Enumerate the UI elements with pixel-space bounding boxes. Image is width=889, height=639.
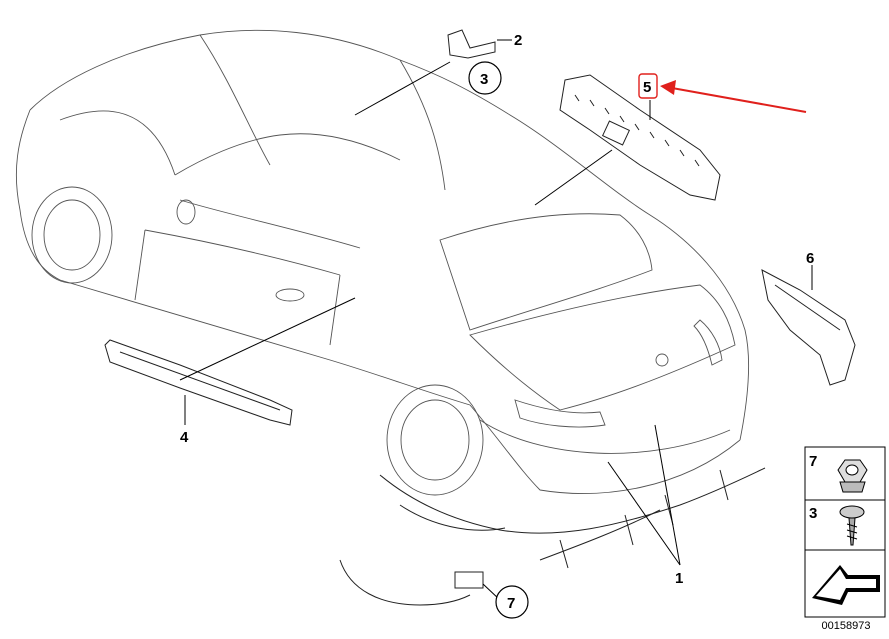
legend-label-3: 3 (809, 505, 817, 522)
arrow-icon (812, 565, 880, 605)
part-4-drawing (104, 339, 293, 426)
callout-circle-3 (468, 61, 502, 95)
part-2-drawing (447, 29, 496, 59)
diagram-id: 00158973 (821, 620, 871, 632)
callout-label-3: 3 (480, 71, 488, 88)
highlight-box-5 (638, 73, 658, 99)
callout-label-7: 7 (507, 595, 515, 612)
hex-nut-icon (837, 459, 868, 493)
callout-labels: 2 3 5 6 4 1 7 (180, 32, 814, 619)
legend: 7 3 (804, 446, 886, 618)
highlight-arrow (660, 80, 807, 113)
callout-label-4: 4 (180, 429, 189, 446)
car-outline (15, 29, 750, 496)
screw-icon (839, 505, 865, 546)
callout-label-5: 5 (643, 79, 651, 96)
callout-label-6: 6 (806, 250, 814, 267)
callout-label-1: 1 (675, 570, 683, 587)
part-6-drawing (761, 269, 856, 386)
part-1-drawing (339, 467, 766, 606)
callout-circle-7 (495, 585, 529, 619)
leader-lines (179, 39, 813, 601)
part-5-drawing (559, 74, 721, 201)
callout-label-2: 2 (514, 32, 522, 49)
legend-label-7: 7 (809, 453, 817, 470)
